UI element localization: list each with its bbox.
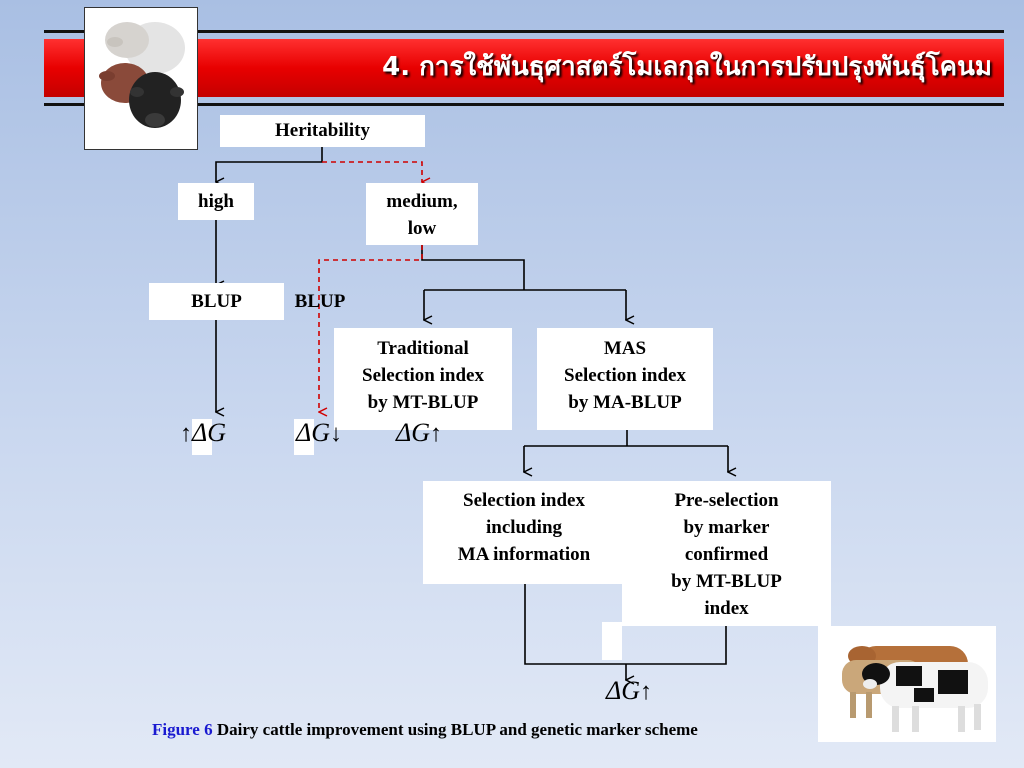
figure-label: Figure 6 <box>152 720 213 739</box>
delta-g-label: ΔG <box>606 676 641 705</box>
arrow-up-icon: ↑ <box>640 679 653 705</box>
title-bar-fill <box>44 39 1004 97</box>
white-patch <box>602 622 622 660</box>
pre-selection-node: Pre-selection by marker confirmed by MT-… <box>622 481 831 626</box>
delta-g-final-up: ΔG↑ <box>606 676 652 707</box>
slide-title: 4. การใช้พันธุศาสตร์โมเลกุลในการปรับปรุง… <box>382 52 992 82</box>
cow-heads-photo <box>84 7 198 150</box>
figure-caption: Figure 6 Dairy cattle improvement using … <box>152 720 698 740</box>
arrow-up-icon: ↑ <box>430 421 443 447</box>
delta-g-high-up: ↑ΔG <box>180 418 226 449</box>
dairy-cattle-illustration <box>842 646 988 732</box>
traditional-selection-node: Traditional Selection index by MT-BLUP <box>334 328 512 430</box>
dairy-cattle-photo <box>818 626 996 742</box>
delta-g-label: ΔG <box>296 418 331 447</box>
connector-medium-split <box>421 245 525 290</box>
connector-heritability-high <box>216 147 323 182</box>
delta-g-traditional-up: ΔG↑ <box>396 418 442 449</box>
dashed-medium-blup-dg <box>319 245 423 412</box>
heritability-node: Heritability <box>220 115 425 147</box>
figure-caption-text: Dairy cattle improvement using BLUP and … <box>212 720 698 739</box>
blup-medium-node: BLUP <box>294 291 346 312</box>
high-node: high <box>178 183 254 220</box>
dg-background-left <box>192 419 212 455</box>
mas-selection-node: MAS Selection index by MA-BLUP <box>537 328 713 430</box>
delta-g-blup-down: ΔG↓ <box>296 418 342 449</box>
blup-high-node: BLUP <box>149 283 284 320</box>
delta-g-label: ΔG <box>192 418 227 447</box>
selection-index-ma-node: Selection index including MA information <box>423 481 625 584</box>
delta-g-label: ΔG <box>396 418 431 447</box>
cow-heads-illustration <box>99 22 185 128</box>
medium-low-node: medium, low <box>366 183 478 245</box>
arrow-down-icon: ↓ <box>330 421 343 447</box>
dg-background-middle <box>294 419 314 455</box>
title-bar: 4. การใช้พันธุศาสตร์โมเลกุลในการปรับปรุง… <box>44 30 1004 106</box>
dashed-heritability-medium <box>322 161 422 182</box>
arrow-up-icon: ↑ <box>180 421 192 447</box>
